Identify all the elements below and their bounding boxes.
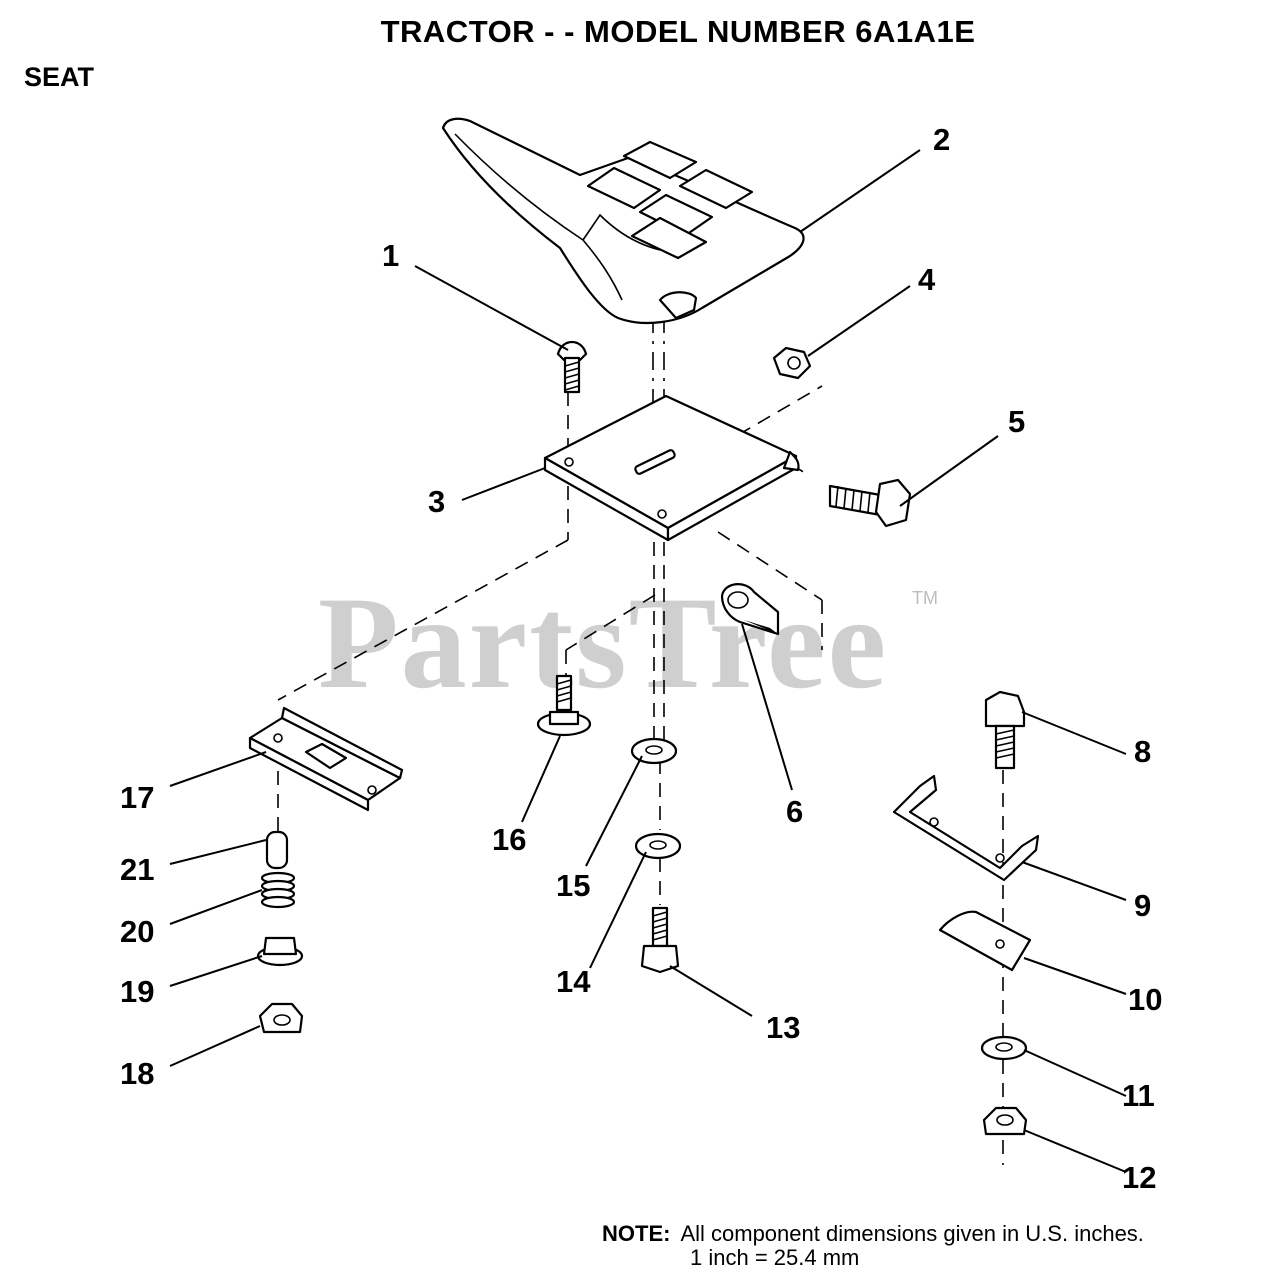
- washer-part-11: [980, 1035, 1028, 1061]
- hex-bolt-part-5: [828, 478, 912, 528]
- bracket-part-17: [248, 706, 404, 812]
- shoulder-bolt-part-16: [536, 674, 592, 737]
- bracket-part-9: [892, 774, 1040, 882]
- callout-13: 13: [766, 1010, 800, 1045]
- carriage-bolt-part-1: [556, 340, 588, 394]
- dimension-note: NOTE: All component dimensions given in U…: [602, 1222, 1144, 1270]
- hex-bolt-part-8: [984, 690, 1026, 770]
- callout-16: 16: [492, 822, 526, 857]
- callout-3: 3: [428, 484, 445, 519]
- callout-17: 17: [120, 780, 154, 815]
- callout-14: 14: [556, 964, 591, 999]
- callout-9: 9: [1134, 888, 1151, 923]
- callout-12: 12: [1122, 1160, 1156, 1195]
- leader-lines: [169, 149, 1127, 1173]
- hex-bolt-part-13: [640, 906, 680, 974]
- pin-part-21: [265, 830, 289, 870]
- callout-5: 5: [1008, 404, 1025, 439]
- lock-nut-part-18: [258, 1002, 304, 1034]
- callout-4: 4: [918, 262, 936, 297]
- clip-part-6: [720, 583, 780, 636]
- callout-6: 6: [786, 794, 803, 829]
- callout-11: 11: [1122, 1078, 1155, 1113]
- callout-1: 1: [382, 238, 399, 273]
- callout-labels: 1 2 3 4 5 6 8 9 10 11 12 13 14 15 16 17 …: [120, 122, 1162, 1195]
- watermark-trademark: TM: [912, 588, 938, 608]
- flange-nut-part-19: [256, 936, 304, 967]
- washer-part-15: [630, 737, 678, 765]
- watermark: PartsTree: [318, 569, 889, 716]
- callout-21: 21: [120, 852, 154, 887]
- callout-18: 18: [120, 1056, 154, 1091]
- callout-19: 19: [120, 974, 154, 1009]
- note-label: NOTE:: [602, 1221, 671, 1246]
- seat-pan-part-3: [543, 291, 800, 542]
- note-line-1: All component dimensions given in U.S. i…: [680, 1221, 1144, 1246]
- washer-part-14: [634, 832, 682, 860]
- page-title: TRACTOR - - MODEL NUMBER 6A1A1E: [380, 14, 976, 49]
- callout-2: 2: [933, 122, 950, 157]
- plate-part-10: [938, 910, 1032, 972]
- section-label: SEAT: [24, 62, 95, 92]
- spring-part-20: [260, 871, 296, 909]
- callout-8: 8: [1134, 734, 1151, 769]
- lock-nut-part-12: [982, 1106, 1028, 1136]
- nut-part-4: [772, 346, 812, 380]
- note-line-2: 1 inch = 25.4 mm: [690, 1245, 860, 1270]
- callout-20: 20: [120, 914, 154, 949]
- seat-part-2: [441, 117, 805, 324]
- callout-15: 15: [556, 868, 590, 903]
- callout-10: 10: [1128, 982, 1162, 1017]
